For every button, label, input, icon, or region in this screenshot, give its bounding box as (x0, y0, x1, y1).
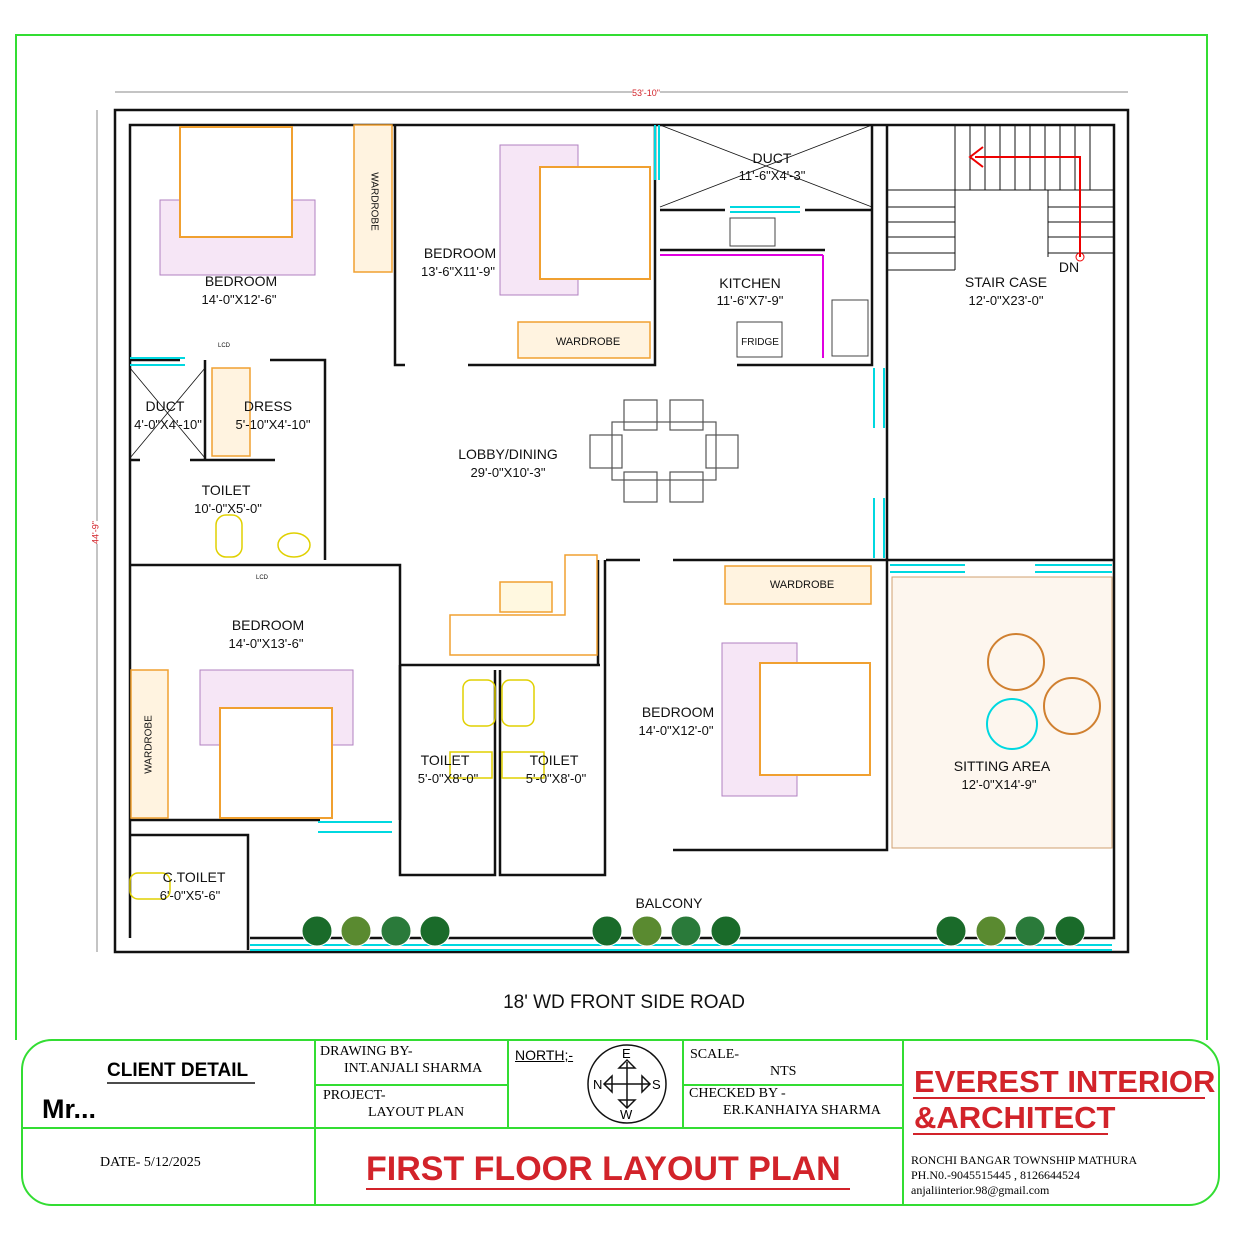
room-lobby-name: LOBBY/DINING (458, 446, 558, 462)
project-label: PROJECT- (323, 1088, 386, 1103)
client-detail-heading: CLIENT DETAIL (107, 1060, 249, 1081)
sitting-chairs (986, 633, 1101, 750)
room-staircase-name: STAIR CASE (964, 274, 1048, 290)
firm-name-line1: EVEREST INTERIOR (914, 1064, 1216, 1099)
firm-email: anjaliinterior.98@gmail.com (911, 1183, 1050, 1197)
sheet-frame (15, 34, 1220, 1206)
room-c-toilet-name: C.TOILET (162, 869, 226, 885)
duct-cross (129, 124, 873, 459)
balcony-plants (301, 915, 1086, 947)
room-c-toilet-size: 6'-0"X5'-6" (159, 888, 221, 903)
dining-table (589, 399, 739, 503)
wardrobe-label: WARDROBE (555, 336, 621, 348)
wardrobe-label: WARDROBE (368, 172, 380, 231)
client-name: Mr... (42, 1094, 97, 1124)
kitchen-appliances (660, 217, 869, 358)
compass-right: S (652, 1077, 661, 1092)
room-dress-name: DRESS (243, 398, 293, 414)
room-toilet-3-size: 5'-0"X8'-0" (525, 771, 587, 786)
room-sitting-area-name: SITTING AREA (953, 758, 1051, 774)
project: LAYOUT PLAN (368, 1105, 465, 1120)
room-sitting-area-size: 12'-0"X14'-9" (961, 777, 1037, 792)
room-toilet-3-name: TOILET (529, 752, 579, 768)
room-bedroom-4-size: 14'-0"X12'-0" (638, 723, 714, 738)
firm-name-line2: &ARCHITECT (914, 1100, 1116, 1135)
room-bedroom-2-name: BEDROOM (423, 245, 497, 261)
drawing-by-label: DRAWING BY- (320, 1044, 413, 1059)
room-kitchen-size: 11'-6"X7'-9" (716, 293, 784, 308)
wardrobe-label: WARDROBE (769, 579, 835, 591)
width-dimension: 53'-10" (632, 85, 660, 102)
fridge-label: FRIDGE (741, 337, 779, 348)
walls (113, 108, 1130, 954)
road-label: 18' WD FRONT SIDE ROAD (503, 992, 745, 1013)
staircase (887, 125, 1114, 271)
room-toilet-2-name: TOILET (420, 752, 470, 768)
beds (159, 126, 871, 819)
lcd-label: LCD (217, 343, 231, 349)
room-bedroom-2-size: 13'-6"X11'-9" (421, 264, 495, 279)
wardrobe-label: WARDROBE (143, 715, 155, 774)
balcony-label: BALCONY (635, 895, 703, 911)
compass-top: E (622, 1046, 631, 1061)
checked-by-label: CHECKED BY - (689, 1086, 786, 1101)
north-label: NORTH;- (515, 1047, 574, 1063)
room-kitchen-name: KITCHEN (719, 275, 781, 291)
scale: NTS (770, 1064, 797, 1079)
drawing-by: INT.ANJALI SHARMA (344, 1061, 483, 1076)
room-toilet-1-size: 10'-0"X5'-0" (194, 501, 262, 516)
sanitary-fixtures (129, 514, 545, 900)
checked-by: ER.KANHAIYA SHARMA (723, 1103, 881, 1118)
room-bedroom-3-size: 14'-0"X13'-6" (228, 636, 304, 651)
room-bedroom-1-size: 14'-0"X12'-6" (201, 292, 277, 307)
wardrobes (130, 124, 872, 819)
north-compass-icon (587, 1044, 667, 1124)
room-duct-1-size: 11'-6"X4'-3" (738, 168, 806, 183)
room-lobby-size: 29'-0"X10'-3" (470, 465, 546, 480)
title-underlines (366, 1097, 1205, 1190)
room-toilet-1-name: TOILET (201, 482, 251, 498)
room-duct-2-size: 4'-0"X4'-10" (134, 417, 202, 432)
room-duct-1-name: DUCT (752, 150, 792, 166)
room-dress-size: 5'-10"X4'-10" (235, 417, 311, 432)
room-duct-2-name: DUCT (145, 398, 185, 414)
lcd-label: LCD (255, 575, 269, 581)
date: DATE- 5/12/2025 (100, 1155, 201, 1170)
firm-address: RONCHI BANGAR TOWNSHIP MATHURA (911, 1153, 1138, 1167)
room-toilet-2-size: 5'-0"X8'-0" (417, 771, 479, 786)
room-bedroom-3-name: BEDROOM (231, 617, 305, 633)
firm-phone: PH.N0.-9045515445 , 8126644524 (911, 1168, 1081, 1182)
room-bedroom-4-name: BEDROOM (641, 704, 715, 720)
stair-dn-label: DN (1058, 259, 1080, 275)
drawing-title: FIRST FLOOR LAYOUT PLAN (366, 1150, 841, 1188)
sofa (449, 554, 598, 656)
scale-label: SCALE- (690, 1047, 739, 1062)
sitting-area-floor (891, 576, 1113, 849)
room-staircase-size: 12'-0"X23'-0" (968, 293, 1044, 308)
compass-left: N (593, 1077, 603, 1092)
compass-bottom: W (620, 1107, 633, 1122)
room-bedroom-1-name: BEDROOM (204, 273, 278, 289)
height-dimension: 44'-9" (87, 521, 105, 544)
